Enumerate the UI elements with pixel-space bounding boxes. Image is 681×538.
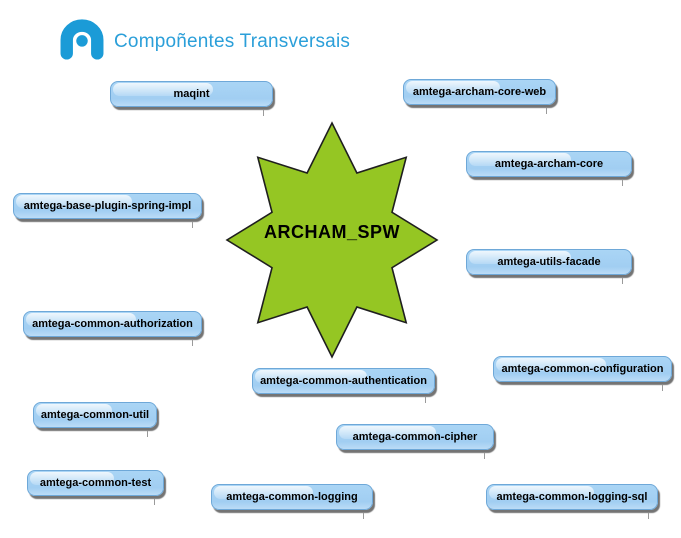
- component-node-amtega-common-test[interactable]: amtega-common-test: [27, 470, 164, 505]
- component-node-amtega-archam-core-web[interactable]: amtega-archam-core-web: [403, 79, 556, 114]
- amtega-arch-logo-icon: [60, 19, 104, 60]
- component-node-label: amtega-archam-core-web: [412, 86, 547, 98]
- component-node-amtega-common-authorization[interactable]: amtega-common-authorization: [23, 311, 202, 346]
- component-node-amtega-common-logging-sql[interactable]: amtega-common-logging-sql: [486, 484, 658, 519]
- component-node-amtega-common-authentication[interactable]: amtega-common-authentication: [252, 368, 435, 403]
- component-node-amtega-common-logging[interactable]: amtega-common-logging: [211, 484, 373, 519]
- component-node-amtega-common-util[interactable]: amtega-common-util: [33, 402, 157, 437]
- central-star[interactable]: ARCHAM_SPW: [217, 118, 447, 362]
- component-node-label: amtega-utils-facade: [497, 256, 601, 268]
- page-title: Compoñentes Transversais: [114, 31, 351, 52]
- component-node-amtega-archam-core[interactable]: amtega-archam-core: [466, 151, 632, 186]
- component-node-label: amtega-common-test: [39, 477, 152, 489]
- component-node-maqint[interactable]: maqint: [110, 81, 273, 116]
- component-node-amtega-base-plugin-spring-impl[interactable]: amtega-base-plugin-spring-impl: [13, 193, 202, 228]
- component-node-label: amtega-common-authorization: [32, 318, 193, 330]
- component-node-label: amtega-common-authentication: [260, 375, 427, 387]
- page-header: Compoñentes Transversais: [0, 0, 681, 70]
- star-shape[interactable]: [225, 121, 439, 359]
- component-node-label: amtega-common-logging: [226, 491, 358, 503]
- component-node-amtega-utils-facade[interactable]: amtega-utils-facade: [466, 249, 632, 284]
- component-node-label: amtega-common-logging-sql: [496, 491, 648, 503]
- component-node-label: amtega-common-cipher: [352, 431, 478, 443]
- component-node-label: amtega-archam-core: [494, 158, 604, 170]
- star-label: ARCHAM_SPW: [264, 222, 400, 242]
- component-node-label: amtega-common-util: [40, 409, 150, 421]
- component-node-amtega-common-cipher[interactable]: amtega-common-cipher: [336, 424, 494, 459]
- component-node-amtega-common-configuration[interactable]: amtega-common-configuration: [493, 356, 672, 391]
- component-node-label: amtega-common-configuration: [501, 363, 664, 375]
- component-node-label: maqint: [173, 88, 210, 100]
- component-node-label: amtega-base-plugin-spring-impl: [23, 200, 192, 212]
